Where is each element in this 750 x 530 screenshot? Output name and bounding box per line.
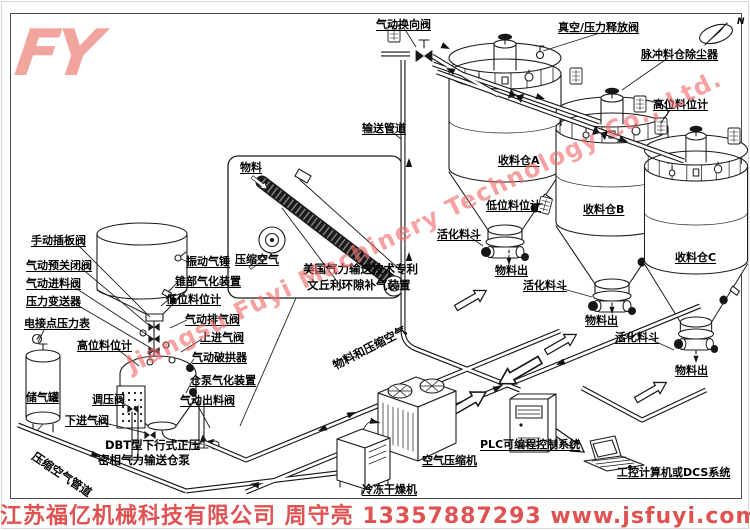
plc-cabinet-drawing (509, 393, 557, 453)
laptop-drawing (583, 435, 645, 472)
silo-a-drawing (448, 33, 562, 262)
feed-hopper-drawing (96, 222, 188, 322)
pump-vessel-drawing (116, 353, 220, 461)
relief-valve-glyph (535, 45, 545, 60)
valve-stack-drawing (139, 320, 170, 359)
silo-c-drawing (643, 125, 749, 354)
air-tank-drawing (25, 333, 61, 433)
compass-icon (699, 22, 733, 46)
footer-company-line: 江苏福亿机械科技有限公司 周守亮 13357887293 www.jsfuyi.… (0, 504, 750, 529)
venturi-detail-box (227, 155, 405, 299)
directional-valve-glyph (415, 39, 433, 62)
freeze-dryer-drawing (336, 420, 391, 496)
material-out-arrows (506, 249, 699, 363)
pipe-network (17, 51, 708, 495)
leader-lines (37, 27, 675, 434)
fy-logo: FY (10, 17, 102, 91)
